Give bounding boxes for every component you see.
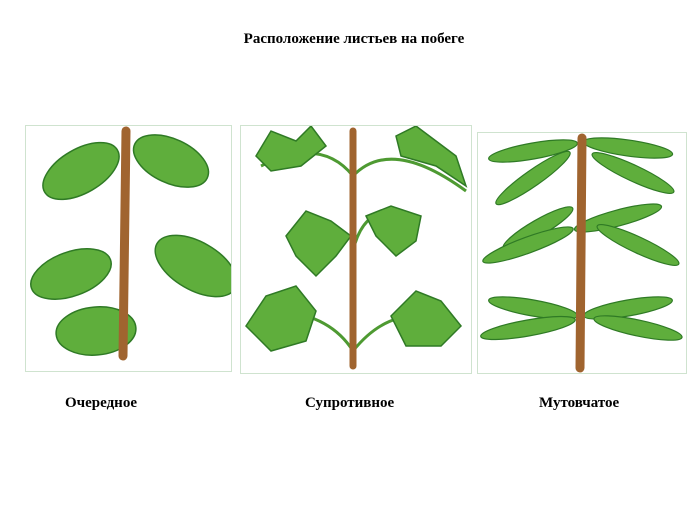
- whorled-shoot-drawing: [480, 133, 683, 373]
- whorled-leaf-illustration: [477, 132, 687, 374]
- opposite-shoot-drawing: [245, 126, 468, 370]
- alternate-leaf-illustration: [25, 125, 232, 372]
- alternate-shoot-drawing: [30, 126, 231, 361]
- page-title: Расположение листьев на побеге: [243, 31, 465, 47]
- opposite-label: Супротивное: [305, 395, 395, 411]
- alternate-label: Очередное: [65, 395, 137, 411]
- whorled-label: Мутовчатое: [539, 395, 620, 411]
- opposite-leaf-illustration: [240, 125, 472, 374]
